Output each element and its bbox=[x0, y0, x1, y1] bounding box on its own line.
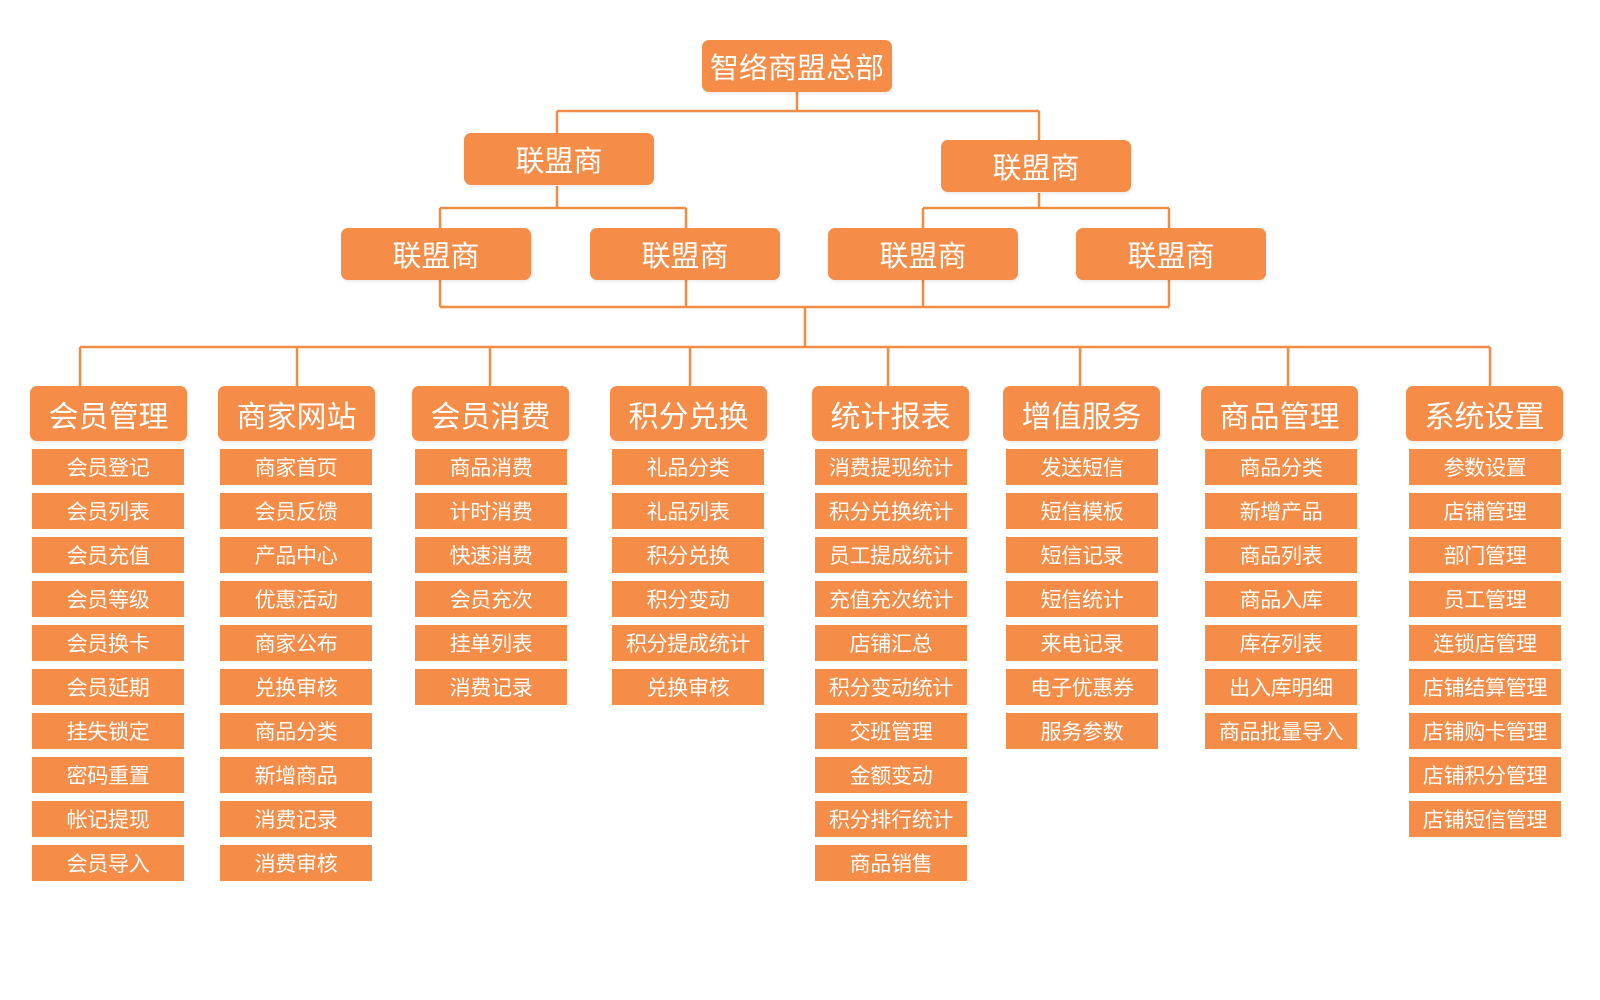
alliance-node-l2-1: 联盟商 bbox=[341, 228, 531, 280]
category-item: 库存列表 bbox=[1205, 625, 1357, 661]
category-item: 新增产品 bbox=[1205, 493, 1357, 529]
connector-left bbox=[438, 186, 688, 228]
category-item: 优惠活动 bbox=[220, 581, 372, 617]
category-title: 商家网站 bbox=[218, 386, 375, 441]
category-item: 积分排行统计 bbox=[815, 801, 967, 837]
category-item: 礼品分类 bbox=[612, 449, 764, 485]
category-item: 出入库明细 bbox=[1205, 669, 1357, 705]
category-item: 兑换审核 bbox=[612, 669, 764, 705]
category-item: 积分变动统计 bbox=[815, 669, 967, 705]
category-title: 系统设置 bbox=[1406, 386, 1563, 441]
category-item: 消费记录 bbox=[415, 669, 567, 705]
category-item: 挂单列表 bbox=[415, 625, 567, 661]
category-item: 交班管理 bbox=[815, 713, 967, 749]
category-item: 短信模板 bbox=[1006, 493, 1158, 529]
category-item: 积分变动 bbox=[612, 581, 764, 617]
category-item: 会员充次 bbox=[415, 581, 567, 617]
category-item: 短信记录 bbox=[1006, 537, 1158, 573]
category-item: 商品销售 bbox=[815, 845, 967, 881]
category-title: 增值服务 bbox=[1003, 386, 1160, 441]
category-item: 连锁店管理 bbox=[1409, 625, 1561, 661]
category-item: 店铺结算管理 bbox=[1409, 669, 1561, 705]
category-item: 会员换卡 bbox=[32, 625, 184, 661]
category-item: 帐记提现 bbox=[32, 801, 184, 837]
category-item: 服务参数 bbox=[1006, 713, 1158, 749]
category-title: 会员消费 bbox=[412, 386, 569, 441]
category-item: 部门管理 bbox=[1409, 537, 1561, 573]
alliance-node-l2-2: 联盟商 bbox=[590, 228, 780, 280]
category-item: 商品分类 bbox=[220, 713, 372, 749]
connector-level2-bottom bbox=[438, 280, 1171, 347]
category-item: 积分兑换 bbox=[612, 537, 764, 573]
alliance-node-l1-2: 联盟商 bbox=[941, 140, 1131, 192]
category-item: 商品入库 bbox=[1205, 581, 1357, 617]
category-item: 会员等级 bbox=[32, 581, 184, 617]
category-item: 店铺短信管理 bbox=[1409, 801, 1561, 837]
category-item: 商品分类 bbox=[1205, 449, 1357, 485]
connector-right bbox=[921, 193, 1171, 228]
category-item: 消费记录 bbox=[220, 801, 372, 837]
category-item: 会员导入 bbox=[32, 845, 184, 881]
category-item: 密码重置 bbox=[32, 757, 184, 793]
category-title: 会员管理 bbox=[30, 386, 187, 441]
category-item: 发送短信 bbox=[1006, 449, 1158, 485]
category-item: 会员列表 bbox=[32, 493, 184, 529]
connector-root bbox=[555, 92, 1041, 140]
category-item: 会员登记 bbox=[32, 449, 184, 485]
category-item: 金额变动 bbox=[815, 757, 967, 793]
category-item: 店铺汇总 bbox=[815, 625, 967, 661]
category-item: 店铺购卡管理 bbox=[1409, 713, 1561, 749]
category-item: 计时消费 bbox=[415, 493, 567, 529]
category-item: 店铺管理 bbox=[1409, 493, 1561, 529]
category-item: 员工管理 bbox=[1409, 581, 1561, 617]
alliance-node-l2-3: 联盟商 bbox=[828, 228, 1018, 280]
category-item: 会员反馈 bbox=[220, 493, 372, 529]
category-item: 消费提现统计 bbox=[815, 449, 967, 485]
category-item: 商家首页 bbox=[220, 449, 372, 485]
category-item: 产品中心 bbox=[220, 537, 372, 573]
category-item: 兑换审核 bbox=[220, 669, 372, 705]
category-item: 商品列表 bbox=[1205, 537, 1357, 573]
category-item: 商品消费 bbox=[415, 449, 567, 485]
category-item: 新增商品 bbox=[220, 757, 372, 793]
alliance-node-l2-4: 联盟商 bbox=[1076, 228, 1266, 280]
category-item: 挂失锁定 bbox=[32, 713, 184, 749]
category-item: 会员充值 bbox=[32, 537, 184, 573]
category-item: 参数设置 bbox=[1409, 449, 1561, 485]
category-item: 充值充次统计 bbox=[815, 581, 967, 617]
category-item: 积分提成统计 bbox=[612, 625, 764, 661]
alliance-node-l1-1: 联盟商 bbox=[464, 133, 654, 185]
category-item: 短信统计 bbox=[1006, 581, 1158, 617]
category-item: 商家公布 bbox=[220, 625, 372, 661]
category-title: 商品管理 bbox=[1201, 386, 1358, 441]
category-title: 积分兑换 bbox=[610, 386, 767, 441]
category-item: 消费审核 bbox=[220, 845, 372, 881]
category-item: 来电记录 bbox=[1006, 625, 1158, 661]
category-item: 商品批量导入 bbox=[1205, 713, 1357, 749]
category-item: 积分兑换统计 bbox=[815, 493, 967, 529]
category-item: 快速消费 bbox=[415, 537, 567, 573]
category-item: 电子优惠券 bbox=[1006, 669, 1158, 705]
category-item: 员工提成统计 bbox=[815, 537, 967, 573]
root-node: 智络商盟总部 bbox=[702, 40, 892, 92]
category-item: 会员延期 bbox=[32, 669, 184, 705]
category-item: 礼品列表 bbox=[612, 493, 764, 529]
connector-categories bbox=[78, 345, 1492, 386]
category-item: 店铺积分管理 bbox=[1409, 757, 1561, 793]
category-title: 统计报表 bbox=[812, 386, 969, 441]
